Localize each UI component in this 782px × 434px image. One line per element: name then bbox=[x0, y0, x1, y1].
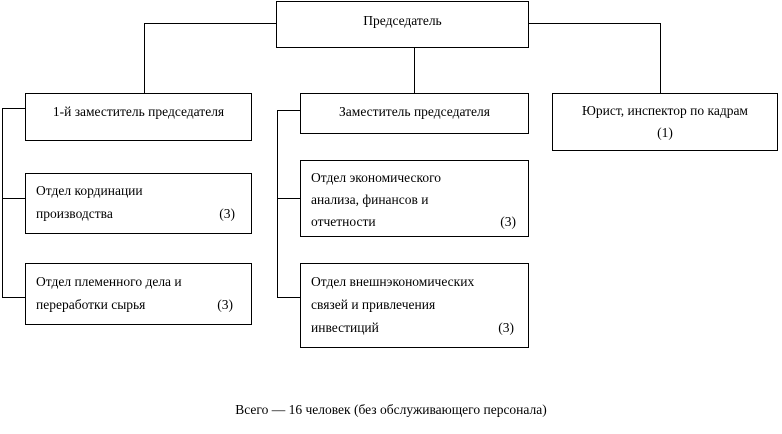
footer-total: Всего — 16 человек (без обслуживающего п… bbox=[235, 402, 547, 417]
connector-left-drop bbox=[144, 23, 145, 95]
dept-breed-line2: переработки сырья bbox=[36, 297, 146, 312]
dept-foreign-count: (3) bbox=[498, 320, 514, 335]
deputy-label: Заместитель председателя bbox=[339, 104, 490, 119]
chairman-label: Председатель bbox=[363, 13, 442, 28]
lawyer-box: Юрист, инспектор по кадрам (1) bbox=[552, 93, 778, 151]
lawyer-count: (1) bbox=[657, 125, 673, 140]
dept-econ-line3: отчетности bbox=[311, 214, 376, 229]
dept-breed-box: Отдел племенного дела и переработки сырь… bbox=[25, 263, 252, 325]
connector-mid-foreign bbox=[277, 297, 301, 298]
dept-breed-line1: Отдел племенного дела и bbox=[36, 274, 182, 289]
connector-right-drop bbox=[660, 23, 661, 95]
dept-coord-count: (3) bbox=[219, 206, 235, 221]
connector-left-deputy1 bbox=[2, 108, 26, 109]
connector-mid-deputy bbox=[277, 110, 301, 111]
dept-foreign-line3: инвестиций bbox=[311, 320, 379, 335]
dept-econ-line2: анализа, финансов и bbox=[311, 192, 429, 207]
connector-left-breed bbox=[2, 297, 26, 298]
chairman-box: Председатель bbox=[276, 1, 529, 48]
dept-breed-count: (3) bbox=[217, 297, 233, 312]
dept-econ-box: Отдел экономического анализа, финансов и… bbox=[300, 160, 529, 237]
connector-left-vertical bbox=[2, 108, 3, 298]
dept-foreign-line1: Отдел внешнэкономических bbox=[311, 274, 475, 289]
dept-econ-count: (3) bbox=[500, 214, 516, 229]
connector-mid-vertical bbox=[277, 110, 278, 298]
connector-mid-econ bbox=[277, 198, 301, 199]
lawyer-label: Юрист, инспектор по кадрам bbox=[582, 103, 748, 118]
dept-coord-line2: производства bbox=[36, 206, 113, 221]
connector-middle-drop bbox=[414, 47, 415, 93]
dept-coord-line1: Отдел кординации bbox=[36, 183, 143, 198]
deputy1-label: 1-й заместитель председателя bbox=[52, 104, 225, 119]
dept-foreign-box: Отдел внешнэкономических связей и привле… bbox=[300, 263, 529, 348]
dept-econ-line1: Отдел экономического bbox=[311, 170, 442, 185]
dept-foreign-line2: связей и привлечения bbox=[311, 297, 436, 312]
dept-coord-box: Отдел кординации производства (3) bbox=[25, 173, 252, 234]
deputy1-box: 1-й заместитель председателя bbox=[25, 93, 252, 141]
connector-left-coord bbox=[2, 198, 26, 199]
deputy-box: Заместитель председателя bbox=[300, 93, 529, 134]
